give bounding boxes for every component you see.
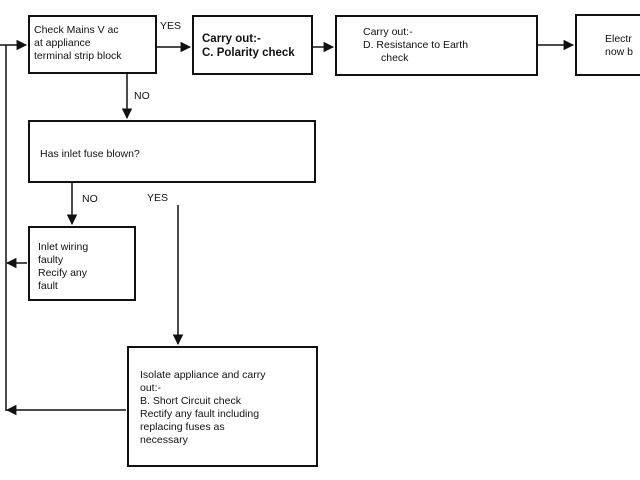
isolate-line-3: B. Short Circuit check	[140, 395, 241, 407]
isolate-line-5: replacing fuses as	[140, 421, 225, 433]
inlet-fuse-box: Has inlet fuse blown?	[28, 120, 316, 183]
inlet-fuse-line-1: Has inlet fuse blown?	[40, 148, 140, 160]
check-mains-line-1: Check Mains V ac	[34, 24, 119, 36]
isolate-line-1: Isolate appliance and carry	[140, 369, 266, 381]
resistance-earth-box: Carry out:- D. Resistance to Earth check	[335, 15, 538, 76]
check-mains-line-3: terminal strip block	[34, 50, 122, 62]
resistance-line-3: check	[381, 52, 409, 64]
isolate-line-4: Rectify any fault including	[140, 408, 260, 420]
polarity-line-1: Carry out:-	[202, 33, 261, 45]
electrics-box: Electr now b	[575, 14, 640, 76]
check-mains-box: Check Mains V ac at appliance terminal s…	[28, 15, 157, 74]
resistance-line-2: D. Resistance to Earth	[363, 39, 469, 51]
check-mains-line-2: at appliance	[34, 37, 91, 49]
isolate-line-2: out:-	[140, 382, 162, 394]
resistance-line-1: Carry out:-	[363, 26, 413, 38]
electrics-line-2: now b	[605, 46, 634, 58]
polarity-line-2: C. Polarity check	[202, 47, 295, 59]
label-no-inlet-wiring: NO	[82, 193, 98, 205]
inlet-wiring-line-3: Recify any	[38, 267, 88, 279]
isolate-appliance-box: Isolate appliance and carry out:- B. Sho…	[127, 346, 318, 467]
label-no-inlet-fuse: NO	[134, 90, 150, 102]
inlet-wiring-line-4: fault	[38, 280, 58, 292]
label-yes-polarity: YES	[160, 20, 182, 32]
electrics-line-1: Electr	[605, 33, 632, 45]
polarity-check-box: Carry out:- C. Polarity check	[192, 15, 313, 75]
inlet-wiring-box: Inlet wiring faulty Recify any fault	[28, 226, 136, 301]
inlet-wiring-line-1: Inlet wiring	[38, 241, 89, 253]
label-yes-isolate: YES	[147, 192, 169, 204]
inlet-wiring-line-2: faulty	[38, 254, 64, 266]
isolate-line-6: necessary	[140, 434, 188, 446]
